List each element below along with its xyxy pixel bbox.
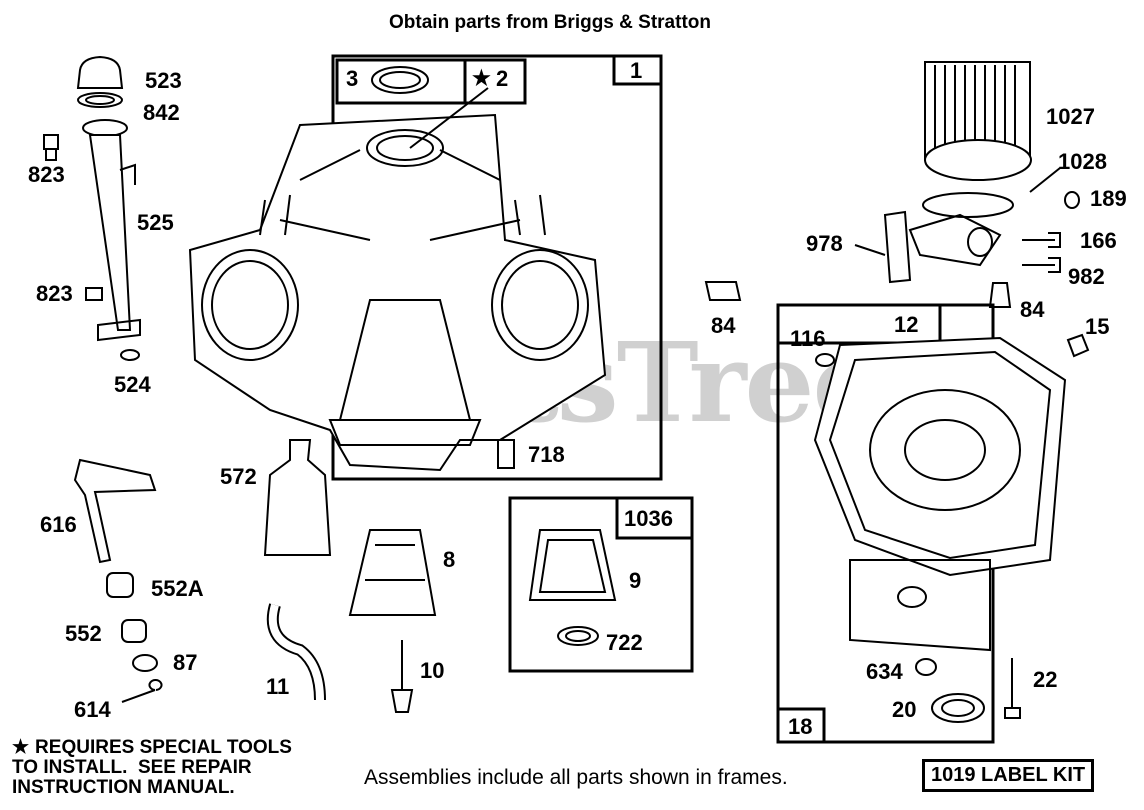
frame-1-tab	[612, 54, 663, 86]
part-823-top[interactable]: 823	[28, 162, 65, 187]
frame-2-box	[463, 58, 527, 105]
frame-12-label[interactable]: 12	[894, 312, 919, 337]
part-8[interactable]: 8	[443, 547, 456, 572]
frame-1036-tab	[615, 496, 694, 540]
special-tools-text: REQUIRES SPECIAL TOOLS TO INSTALL. SEE R…	[12, 737, 292, 798]
part-634[interactable]: 634	[866, 659, 903, 684]
part-166[interactable]: 166	[1080, 228, 1117, 253]
part-9[interactable]: 9	[629, 568, 642, 593]
part-116[interactable]: 116	[790, 326, 826, 351]
part-1028[interactable]: 1028	[1058, 149, 1107, 174]
part-524[interactable]: 524	[114, 372, 151, 397]
frame-3-label[interactable]: 3	[346, 66, 359, 91]
assemblies-note: Assemblies include all parts shown in fr…	[364, 766, 788, 789]
frame-2-star: ★	[472, 67, 491, 90]
part-84-right[interactable]: 84	[1020, 297, 1045, 322]
part-84-left[interactable]: 84	[711, 313, 736, 338]
frame-18-tab	[776, 707, 826, 744]
part-978[interactable]: 978	[806, 231, 843, 256]
frame-1036-label[interactable]: 1036	[624, 506, 673, 531]
special-tools-note: ★REQUIRES SPECIAL TOOLS TO INSTALL. SEE …	[12, 738, 292, 798]
part-525[interactable]: 525	[137, 210, 174, 235]
oil-filter	[924, 61, 1032, 181]
frame-18-label[interactable]: 18	[788, 714, 813, 739]
frame-12-tab	[776, 303, 942, 345]
part-982[interactable]: 982	[1068, 264, 1105, 289]
part-523[interactable]: 523	[145, 68, 182, 93]
frame-1-label[interactable]: 1	[630, 58, 643, 83]
part-1027[interactable]: 1027	[1046, 104, 1095, 129]
part-20[interactable]: 20	[892, 697, 917, 722]
part-823-bottom[interactable]: 823	[36, 281, 73, 306]
part-552A[interactable]: 552A	[151, 576, 204, 601]
part-614[interactable]: 614	[74, 697, 111, 722]
frame-1036-box	[508, 496, 694, 673]
part-87[interactable]: 87	[173, 650, 198, 675]
part-718[interactable]: 718	[528, 442, 565, 467]
cylinder-block	[188, 113, 607, 472]
star-icon: ★	[12, 737, 30, 758]
part-842[interactable]: 842	[143, 100, 180, 125]
part-189[interactable]: 189	[1090, 186, 1127, 211]
part-552[interactable]: 552	[65, 621, 102, 646]
frame-2-label[interactable]: 2	[496, 66, 509, 91]
part-22[interactable]: 22	[1033, 667, 1058, 692]
part-15[interactable]: 15	[1085, 314, 1110, 339]
sump-cover	[813, 336, 1067, 652]
part-722[interactable]: 722	[606, 630, 643, 655]
part-11[interactable]: 11	[266, 674, 290, 699]
dipstick-assembly	[43, 55, 141, 361]
part-616[interactable]: 616	[40, 512, 77, 537]
part-10[interactable]: 10	[420, 658, 445, 683]
diagram-header: Obtain parts from Briggs & Stratton	[389, 12, 711, 33]
label-kit-button[interactable]: 1019 LABEL KIT	[922, 759, 1095, 792]
part-572[interactable]: 572	[220, 464, 257, 489]
